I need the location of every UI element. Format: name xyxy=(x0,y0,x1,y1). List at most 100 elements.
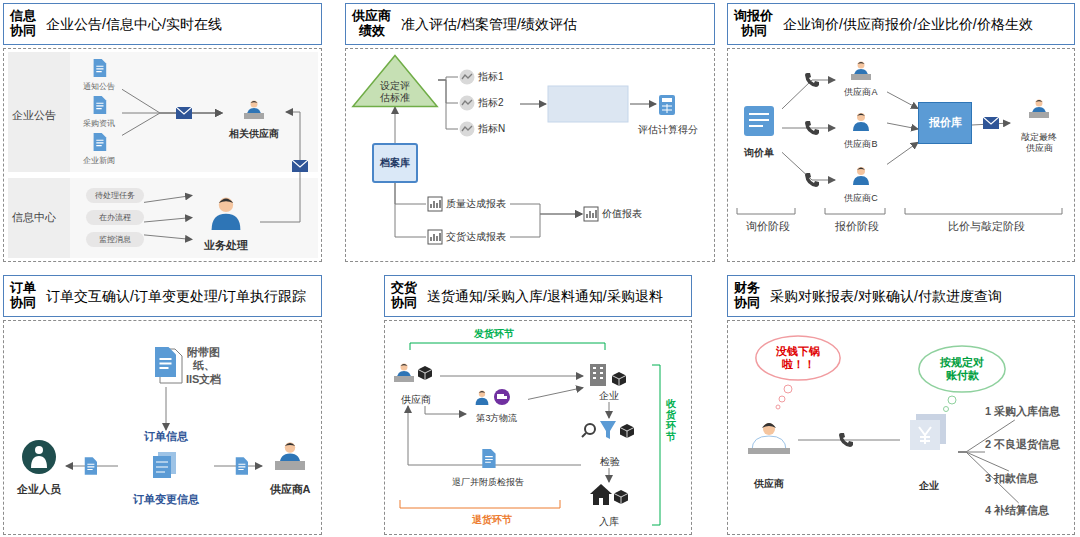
box-icon xyxy=(418,366,432,380)
node-text: 通知公告 xyxy=(83,82,115,92)
staff-icon xyxy=(22,440,56,474)
connector xyxy=(425,406,466,414)
node-text: 没钱下锅 啦！！ xyxy=(776,345,820,371)
node-box: 3 扣款信息 xyxy=(985,471,1069,487)
annotation-label: 发货环节 xyxy=(472,327,516,341)
wave-icon xyxy=(460,96,475,111)
annotation-label: 比价与敲定阶段 xyxy=(948,219,1025,234)
node-text: 供应商A xyxy=(270,483,311,496)
annotation-label: 询价阶段 xyxy=(746,219,790,234)
order-icon xyxy=(153,452,176,478)
node-box: 企业新闻 xyxy=(76,132,122,166)
money-icon xyxy=(910,414,946,450)
node-text: 询价单 xyxy=(744,147,774,159)
node-text: 检验 xyxy=(600,456,620,468)
person-icon xyxy=(476,391,489,405)
doc-icon xyxy=(94,59,107,77)
panel-subtitle: 企业询价/供应商报价/企业比价/价格生效 xyxy=(783,16,1033,33)
node-box: 供应商A xyxy=(835,58,887,98)
connector xyxy=(144,235,192,240)
node-box: 在办流程 xyxy=(86,210,144,225)
connector xyxy=(510,204,582,214)
cloud-outline xyxy=(919,346,1005,392)
node-box: 供应商C xyxy=(835,162,887,204)
node-text: 监控消息 xyxy=(99,235,131,245)
node-text: 设定评 估标准 xyxy=(380,80,410,104)
panel-subtitle: 送货通知/采购入库/退料通知/采购退料 xyxy=(427,288,663,305)
panel-title: 供应商 绩效 xyxy=(352,9,391,39)
node-text: 订单变更信息 xyxy=(133,493,199,506)
node-box: 业务处理 xyxy=(192,192,260,252)
connector xyxy=(122,89,222,113)
node-text: 按规定对 账付款 xyxy=(940,356,984,382)
connector xyxy=(395,183,426,204)
speech-cloud: 按规定对 账付款 xyxy=(918,345,1006,393)
magnifier-icon xyxy=(582,424,595,437)
bracket xyxy=(652,365,660,525)
panel-header: 信息 协同企业公告/信息中心/实时在线 xyxy=(3,3,322,45)
node-box: 检验 xyxy=(581,418,639,468)
node-box: 订单信息订单变更信息 xyxy=(118,430,214,506)
panel: 交货 协同送货通知/采购入库/退料通知/采购退料供应商第3方物流企业检验入库退厂… xyxy=(384,275,692,535)
panel: 信息 协同企业公告/信息中心/实时在线通知公告采购资讯企业新闻相关供应商待处理任… xyxy=(3,3,322,262)
node-text: 供应商 xyxy=(401,394,431,406)
panel-title: 交货 协同 xyxy=(391,281,417,311)
node-box: 监控消息 xyxy=(86,232,144,247)
panel: 财务 协同采购对账报表/对账确认/付款进度查询没钱下锅 啦！！ 按规定对 账付款供… xyxy=(727,275,1075,535)
speech-cloud: 没钱下锅 啦！！ xyxy=(755,335,841,381)
box-icon xyxy=(612,372,626,386)
panel-subtitle: 采购对账报表/对账确认/付款进度查询 xyxy=(770,288,1002,305)
panel-subtitle: 准入评估/档案管理/绩效评估 xyxy=(401,16,577,33)
doc-icon xyxy=(94,133,107,151)
node-text: 质量达成报表 xyxy=(446,198,506,210)
funnel-icon xyxy=(600,421,616,439)
node-text: 指标1 xyxy=(478,71,504,83)
annotation-label: 企业公告 xyxy=(12,108,56,123)
connector xyxy=(510,214,582,237)
connector xyxy=(887,92,918,109)
node-box: 供应商B xyxy=(835,108,887,150)
person-icon xyxy=(853,167,869,185)
node-text: 供应商 xyxy=(754,478,784,490)
annotation-label: 报价阶段 xyxy=(835,219,879,234)
person-icon xyxy=(1029,100,1049,119)
mail-icon xyxy=(983,117,999,129)
chart-icon xyxy=(428,197,442,211)
node-text: 企业 xyxy=(919,480,939,492)
phone-icon xyxy=(805,173,819,187)
node-box: 相关供应商 xyxy=(222,98,286,140)
panel-title: 财务 协同 xyxy=(734,281,760,311)
wave-icon xyxy=(460,70,475,85)
bubble xyxy=(944,407,949,412)
annotation-label: 收货环节 xyxy=(666,398,676,442)
chart-icon xyxy=(428,230,442,244)
panel: 订单 协同订单交互确认/订单变更处理/订单执行跟踪附带图 纸、IIS文档订单信息… xyxy=(3,275,322,535)
band-head xyxy=(8,178,70,258)
node-text: 3 扣款信息 xyxy=(985,472,1038,485)
node-box: 企业 xyxy=(900,412,958,492)
node-box: 1 采购入库信息 xyxy=(985,404,1069,420)
node-text: 指标2 xyxy=(478,97,504,109)
criteria-triangle: 设定评 估标准 xyxy=(352,55,438,107)
node-text: 第3方物流 xyxy=(476,413,517,424)
node-box: 企业 xyxy=(583,362,635,402)
form-icon xyxy=(744,106,774,136)
panel-header: 订单 协同订单交互确认/订单变更处理/订单执行跟踪 xyxy=(3,275,322,317)
band-head xyxy=(8,52,70,172)
panel-title: 信息 协同 xyxy=(10,9,36,39)
connector xyxy=(798,440,900,441)
person-icon xyxy=(394,364,414,383)
node-text: 退厂并附质检报告 xyxy=(452,477,524,488)
bracket xyxy=(737,208,1062,214)
support-person-icon xyxy=(748,423,790,454)
connector xyxy=(438,80,458,103)
bracket xyxy=(400,500,560,508)
annotation-label: 退货环节 xyxy=(470,513,514,527)
node-text: 在办流程 xyxy=(99,213,131,223)
box-icon xyxy=(620,424,634,438)
node-box: 供应商 xyxy=(740,418,798,490)
connector xyxy=(440,376,583,377)
node-box: 价值报表 xyxy=(582,205,646,223)
node-box: 指标1 xyxy=(458,68,516,86)
